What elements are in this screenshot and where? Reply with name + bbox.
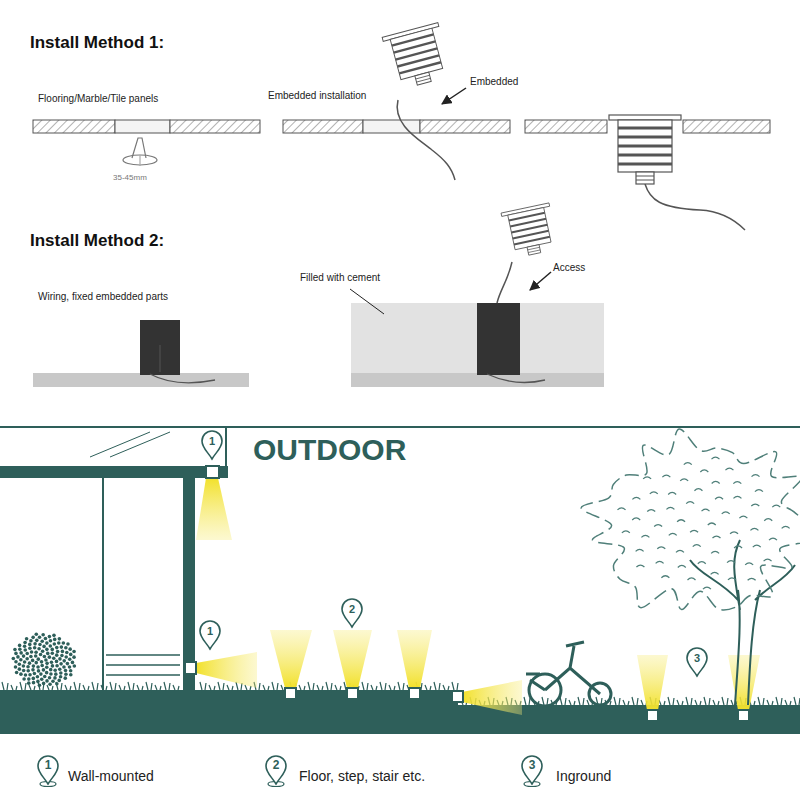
callout-number: 3 — [529, 759, 536, 772]
callout-pin — [202, 431, 222, 459]
legend-text: Inground — [556, 769, 611, 784]
outdoor-scene — [0, 427, 800, 734]
legend-text: Wall-mounted — [68, 769, 154, 784]
leader-arrow — [442, 88, 466, 104]
light-fixture — [609, 115, 681, 184]
callout-pin — [687, 648, 707, 676]
legend-line — [0, 736, 800, 737]
heading: Install Method 1: — [30, 34, 164, 53]
part-label: Embedded — [470, 76, 518, 87]
part-label: Access — [553, 262, 585, 273]
wire — [397, 100, 455, 180]
floor-panel — [33, 120, 260, 133]
wire — [150, 374, 215, 383]
wire — [645, 184, 745, 230]
light-fixture — [501, 203, 559, 259]
legend-text: Floor, step, stair etc. — [299, 769, 425, 784]
embedded-part — [477, 303, 520, 375]
tricycle — [526, 642, 611, 706]
embedded-part — [160, 345, 161, 372]
callout-pin — [200, 621, 220, 649]
light-fixture — [382, 23, 452, 91]
leader-line — [350, 289, 384, 314]
callout-number: 2 — [273, 759, 280, 772]
part-label: Flooring/Marble/Tile panels — [38, 93, 158, 104]
part-label: Filled with cement — [300, 272, 380, 283]
wire — [487, 374, 545, 382]
floor-panel — [283, 120, 510, 133]
callout-number: 2 — [349, 603, 355, 615]
callout-pin — [522, 756, 542, 787]
wire — [497, 262, 512, 303]
dimension: 35-45mm — [113, 174, 147, 183]
part-label: Embedded installation — [268, 90, 366, 101]
callout-number: 1 — [209, 435, 215, 447]
lights — [185, 466, 760, 721]
ground — [351, 373, 604, 387]
scene-title: OUTDOOR — [253, 433, 406, 466]
callout-pin — [342, 599, 362, 627]
heading: Install Method 2: — [30, 232, 164, 251]
hole-saw — [123, 138, 157, 166]
grass — [2, 682, 800, 705]
callout-number: 1 — [207, 625, 213, 637]
callout-number: 3 — [694, 652, 700, 664]
embedded-part — [140, 320, 180, 375]
bush — [12, 633, 77, 688]
tree — [581, 429, 800, 705]
part-label: Wiring, fixed embedded parts — [38, 291, 168, 302]
callout-number: 1 — [45, 759, 52, 772]
callout-pin — [266, 756, 286, 787]
callout-pins — [38, 431, 707, 787]
callout-pin — [38, 756, 58, 787]
leader-arrow — [530, 272, 551, 290]
ground — [33, 373, 249, 387]
